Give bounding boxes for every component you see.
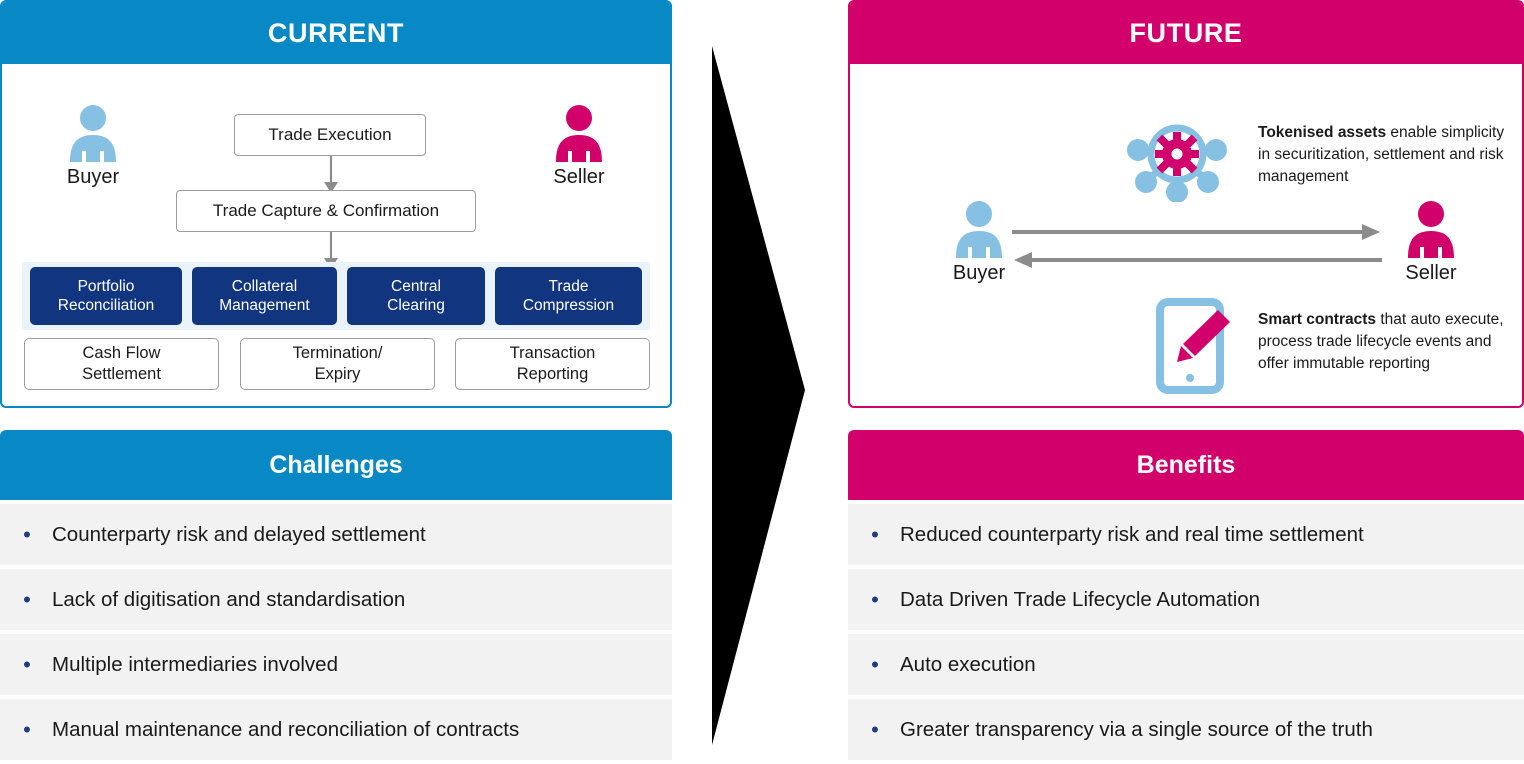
annotation-bold-label: Tokenised assets — [1258, 124, 1387, 141]
outbox-line1: Transaction — [509, 343, 596, 362]
future-panel-title: FUTURE — [850, 2, 1522, 64]
list-item[interactable]: • Greater transparency via a single sour… — [848, 699, 1524, 760]
bidirectional-arrows-icon — [1012, 224, 1382, 268]
list-item[interactable]: • Data Driven Trade Lifecycle Automation — [848, 569, 1524, 630]
benefits-title: Benefits — [848, 430, 1524, 500]
list-item[interactable]: • Multiple intermediaries involved — [0, 634, 672, 695]
person-icon — [1408, 201, 1454, 258]
outbox-line2: Settlement — [82, 365, 161, 383]
outbox-line2: Reporting — [516, 365, 589, 383]
network-hub-gear-icon — [1127, 124, 1227, 202]
list-item[interactable]: • Manual maintenance and reconciliation … — [0, 699, 672, 760]
future-buyer-label: Buyer — [952, 262, 1006, 284]
flow-box-label: Trade Execution — [268, 125, 392, 145]
current-panel-body: Buyer Seller Trade Execution — [2, 64, 670, 406]
chip-line2: Compression — [522, 297, 615, 314]
chip-line2: Clearing — [387, 297, 445, 314]
chip-line1: Collateral — [231, 277, 298, 295]
annotation-smart-contracts: Smart contracts that auto execute, proce… — [1258, 309, 1514, 375]
bullet-icon: • — [871, 586, 879, 612]
current-column: CURRENT Buyer Seller — [0, 0, 672, 760]
person-icon — [556, 105, 602, 162]
bullet-icon: • — [23, 521, 31, 547]
bullet-icon: • — [871, 521, 879, 547]
list-item[interactable]: • Counterparty risk and delayed settleme… — [0, 504, 672, 565]
list-item-label: Counterparty risk and delayed settlement — [52, 522, 426, 546]
challenges-title: Challenges — [0, 430, 672, 500]
right-chevron-arrow-icon — [712, 46, 805, 745]
current-seller: Seller — [526, 104, 632, 189]
list-item-label: Reduced counterparty risk and real time … — [900, 522, 1364, 546]
bullet-icon: • — [871, 716, 879, 742]
chip-line2: Management — [219, 297, 310, 314]
flow-box-trade-capture[interactable]: Trade Capture & Confirmation — [176, 190, 476, 232]
outcome-termination-expiry[interactable]: Termination/Expiry — [240, 338, 435, 390]
annotation-tokenised-assets: Tokenised assets enable simplicity in se… — [1258, 122, 1508, 188]
list-item-label: Data Driven Trade Lifecycle Automation — [900, 587, 1261, 611]
current-panel: CURRENT Buyer Seller — [0, 0, 672, 408]
current-panel-title: CURRENT — [2, 2, 670, 64]
challenges-rows: • Counterparty risk and delayed settleme… — [0, 504, 672, 760]
chip-line2: Reconciliation — [57, 297, 155, 314]
person-icon — [70, 105, 116, 162]
list-item[interactable]: • Auto execution — [848, 634, 1524, 695]
future-panel: FUTURE Buyer Seller — [848, 0, 1524, 408]
person-icon — [956, 201, 1002, 258]
annotation-rest-label: enable simplicity in securitization, set… — [1258, 124, 1505, 185]
future-panel-body: Buyer Seller — [850, 64, 1522, 406]
challenges-panel: Challenges • Counterparty risk and delay… — [0, 430, 672, 764]
current-seller-label: Seller — [553, 166, 605, 188]
bullet-icon: • — [23, 586, 31, 612]
outbox-line1: Cash Flow — [82, 343, 161, 362]
benefits-panel: Benefits • Reduced counterparty risk and… — [848, 430, 1524, 764]
bullet-icon: • — [871, 651, 879, 677]
benefits-rows: • Reduced counterparty risk and real tim… — [848, 504, 1524, 760]
tablet-pen-icon — [1156, 298, 1230, 394]
bullet-icon: • — [23, 651, 31, 677]
outbox-line1: Termination/ — [292, 343, 383, 362]
flow-box-label: Trade Capture & Confirmation — [212, 201, 440, 221]
list-item-label: Manual maintenance and reconciliation of… — [52, 717, 520, 741]
future-column: FUTURE Buyer Seller — [848, 0, 1524, 760]
chip-line1: Central — [391, 277, 441, 295]
future-buyer: Buyer — [926, 200, 1032, 285]
list-item-label: Lack of digitisation and standardisation — [52, 587, 406, 611]
list-item-label: Greater transparency via a single source… — [900, 717, 1373, 741]
future-seller: Seller — [1378, 200, 1484, 285]
list-item-label: Auto execution — [900, 652, 1036, 676]
chip-line1: Portfolio — [77, 277, 135, 295]
list-item[interactable]: • Lack of digitisation and standardisati… — [0, 569, 672, 630]
annotation-rest-label: that auto execute, process trade lifecyc… — [1258, 311, 1504, 372]
down-arrow-icon — [324, 156, 338, 193]
current-buyer: Buyer — [40, 104, 146, 189]
future-seller-label: Seller — [1405, 262, 1457, 284]
annotation-bold-label: Smart contracts — [1258, 311, 1377, 328]
flow-box-trade-execution[interactable]: Trade Execution — [234, 114, 426, 156]
bullet-icon: • — [23, 716, 31, 742]
list-item[interactable]: • Reduced counterparty risk and real tim… — [848, 504, 1524, 565]
chip-line1: Trade — [548, 277, 589, 295]
outbox-line2: Expiry — [314, 365, 361, 383]
current-buyer-label: Buyer — [66, 166, 120, 188]
list-item-label: Multiple intermediaries involved — [52, 652, 338, 676]
